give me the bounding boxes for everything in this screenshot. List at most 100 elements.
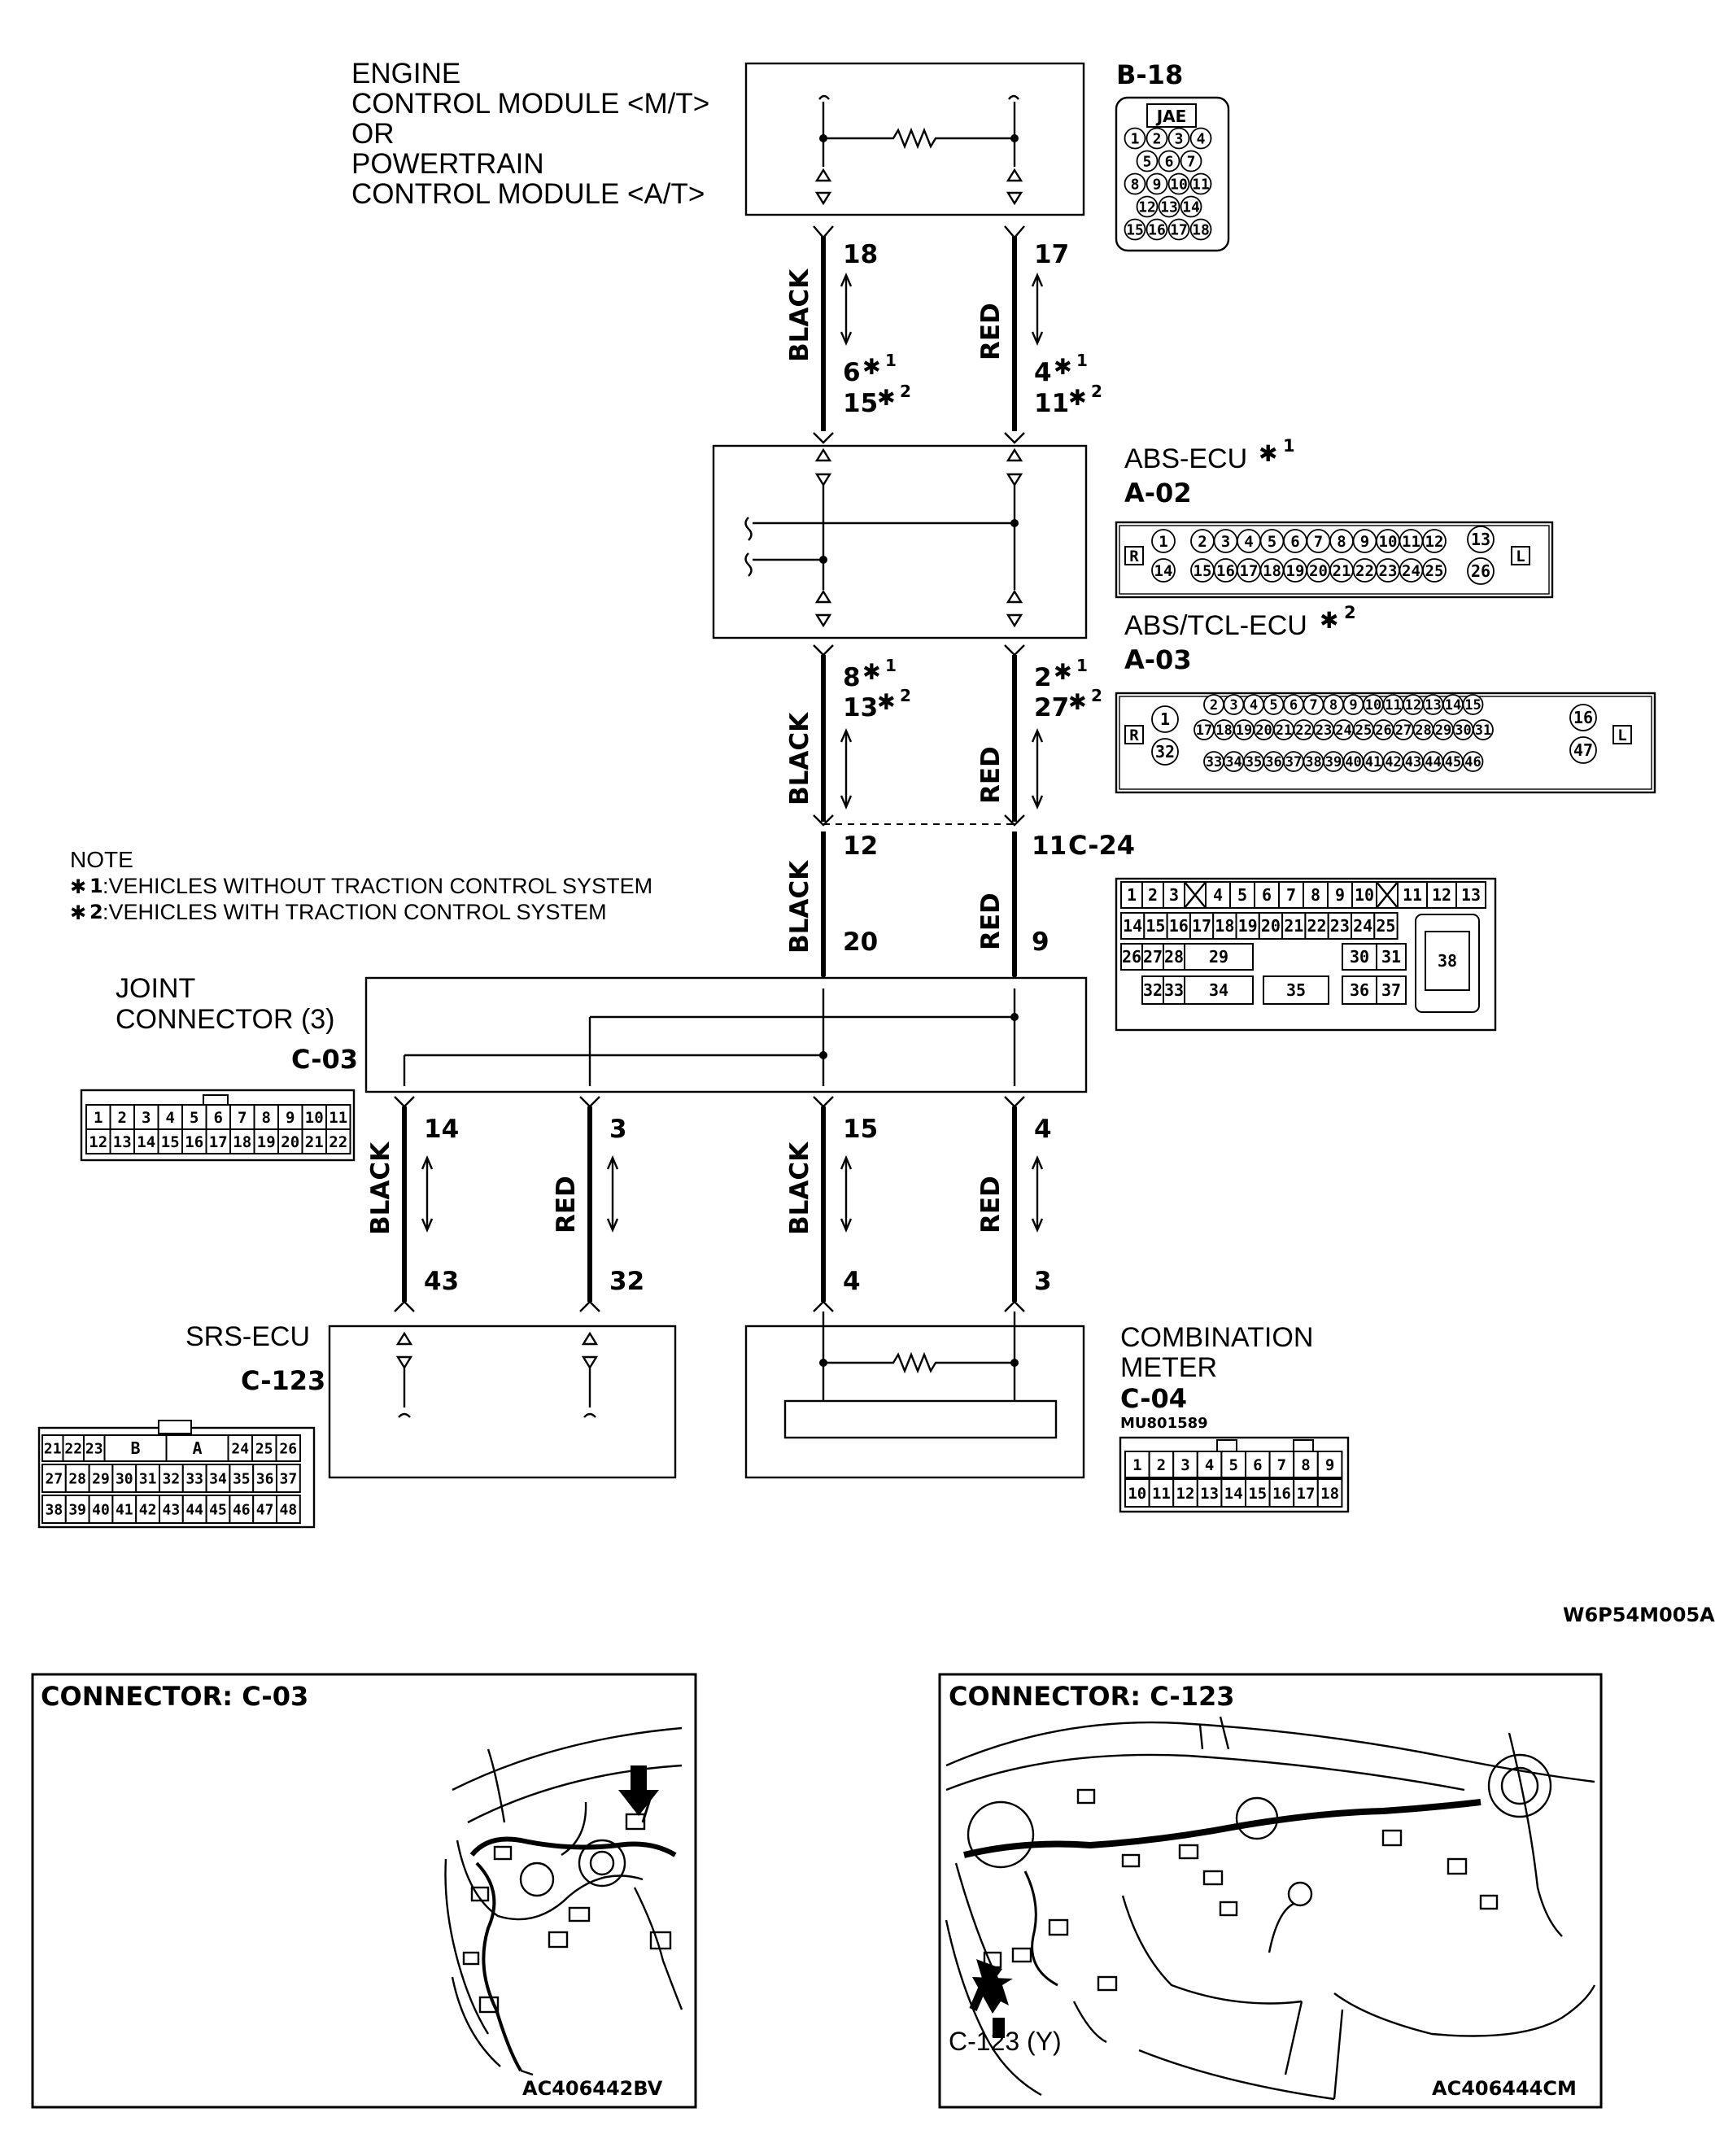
connector-pin: 15 <box>1143 912 1168 940</box>
connector-pin-label: 22 <box>329 1133 347 1151</box>
connector-pin-label: 29 <box>92 1470 110 1487</box>
connector-pin: 15 <box>1245 1478 1271 1508</box>
connector-pin-label: 4 <box>1213 885 1223 905</box>
connector-pin: 29 <box>1433 719 1454 740</box>
footnote-ref-1: 1 <box>885 351 897 370</box>
wire-color-black-2: BLACK <box>785 712 814 805</box>
abs-ecu-label: ABS-ECU <box>1124 443 1247 474</box>
connector-pin-label: 12 <box>1405 697 1421 714</box>
connector-pin-label: 5 <box>1228 1456 1237 1474</box>
connector-pin: 47 <box>1569 736 1597 764</box>
connector-pin: 2 <box>109 1104 135 1130</box>
connector-pin: 11 <box>1399 529 1424 553</box>
wire-ecm-abs-red <box>1004 225 1025 444</box>
connector-pin: 40 <box>88 1495 114 1524</box>
connector-pin-label: 7 <box>1314 533 1323 551</box>
wire-color-black-4: BLACK <box>366 1141 395 1235</box>
connector-pin: 16 <box>1166 912 1191 940</box>
meter-label-line-1: COMBINATION <box>1120 1322 1313 1353</box>
connector-pin-label: 30 <box>1455 722 1471 739</box>
connector-pin-label: 48 <box>280 1501 298 1518</box>
connector-pin: 9 <box>1146 172 1168 195</box>
connector-pin-label: 2 <box>1153 130 1162 147</box>
connector-pin-label: 3 <box>1229 697 1237 714</box>
connector-pin: 35 <box>1243 751 1264 772</box>
connector-pin-label: 42 <box>1385 754 1401 770</box>
connector-pin: 9 <box>1327 881 1353 909</box>
connector-pin: 1 <box>1124 127 1146 150</box>
abs-ecu-box <box>712 444 1088 639</box>
connector-pin: 25 <box>1353 719 1374 740</box>
connector-pin-label: 36 <box>256 1470 274 1487</box>
connector-pin-label: 25 <box>1355 722 1372 739</box>
connector-pin-label: 25 <box>1376 916 1395 936</box>
photo-panel-c123: CONNECTOR: C-123 <box>938 1673 1603 2109</box>
connector-pin: 30 <box>1452 719 1474 740</box>
connector-pin-label: 27 <box>1143 947 1163 967</box>
connector-pin-label: 13 <box>1200 1485 1219 1503</box>
connector-pin: 45 <box>205 1495 231 1524</box>
connector-pin-label: 19 <box>1236 722 1252 739</box>
connector-pin: 2 <box>1146 127 1168 150</box>
connector-pin: 37 <box>276 1464 301 1493</box>
connector-pin-label: 16 <box>185 1133 203 1151</box>
footnote-ref-2: 2 <box>89 901 103 923</box>
connector-pin: 4 <box>157 1104 183 1130</box>
connector-pin-label: 21 <box>44 1440 62 1457</box>
connector-pin: 3 <box>1213 529 1238 553</box>
star-marker: ✱ <box>862 355 881 380</box>
connector-pin-label: 4 <box>166 1109 175 1127</box>
connector-pin-label: 11 <box>1152 1485 1171 1503</box>
footnote-ref-1: 1 <box>89 875 103 897</box>
connector-pin-label: 14 <box>137 1133 155 1151</box>
connector-pin-label: 46 <box>233 1501 251 1518</box>
connector-pin-label: 17 <box>1196 722 1212 739</box>
connector-pin-label: 43 <box>163 1501 181 1518</box>
connector-pin-label: 34 <box>1225 754 1242 770</box>
connector-pin-label: 24 <box>1335 722 1351 739</box>
connector-pin: 20 <box>1258 912 1284 940</box>
connector-pin: 6 <box>1254 881 1280 909</box>
connector-pin-label: 47 <box>1573 740 1593 760</box>
pin-srs-2: 32 <box>609 1267 644 1296</box>
connector-pin: 18 <box>1259 558 1285 583</box>
connector-pin: 35 <box>1263 975 1329 1005</box>
star-marker: ✱ <box>1054 660 1072 685</box>
connector-pin-label: 12 <box>1432 885 1451 905</box>
connector-pin-label: 15 <box>1126 221 1144 238</box>
connector-pin-label: 17 <box>209 1133 228 1151</box>
a03-connector-id: A-03 <box>1124 644 1192 675</box>
connector-pin-label: 21 <box>1333 562 1351 580</box>
wire-color-red-3: RED <box>976 893 1006 950</box>
connector-pin-label: 27 <box>46 1470 63 1487</box>
connector-pin: 7 <box>229 1104 255 1130</box>
connector-pin: 14 <box>1151 558 1176 583</box>
connector-pin: 9 <box>277 1104 303 1130</box>
connector-pin: 16 <box>181 1128 207 1154</box>
connector-pin: 7 <box>1180 150 1202 172</box>
connector-pin: 10 <box>1167 172 1190 195</box>
connector-pin: 14 <box>1220 1478 1247 1508</box>
connector-pin: 3 <box>1172 1451 1198 1478</box>
connector-pin: 4 <box>1243 694 1264 715</box>
connector-pin-label: B <box>130 1438 140 1458</box>
connector-pin: 44 <box>181 1495 207 1524</box>
pin-ecm-left: 18 <box>843 240 878 269</box>
connector-pin: 48 <box>276 1495 301 1524</box>
connector-orientation-label: L <box>1617 727 1626 744</box>
connector-pin: 5 <box>181 1104 207 1130</box>
connector-pin: 7 <box>1278 881 1304 909</box>
combination-meter-internal <box>783 1311 1058 1439</box>
photo-right-callout: C-123 (Y) <box>949 2027 1062 2056</box>
connector-pin: 14 <box>1180 195 1202 218</box>
connector-pin: 23 <box>1376 558 1400 583</box>
star-marker: ✱ <box>70 901 86 924</box>
srs-ecu-label: SRS-ECU <box>185 1321 310 1352</box>
note-title: NOTE <box>70 847 133 872</box>
connector-pin-label: 5 <box>1237 885 1247 905</box>
connector-pin-label: 24 <box>1353 916 1372 936</box>
connector-pin-label: 6 <box>1253 1456 1262 1474</box>
connector-pin-label: 33 <box>185 1470 203 1487</box>
